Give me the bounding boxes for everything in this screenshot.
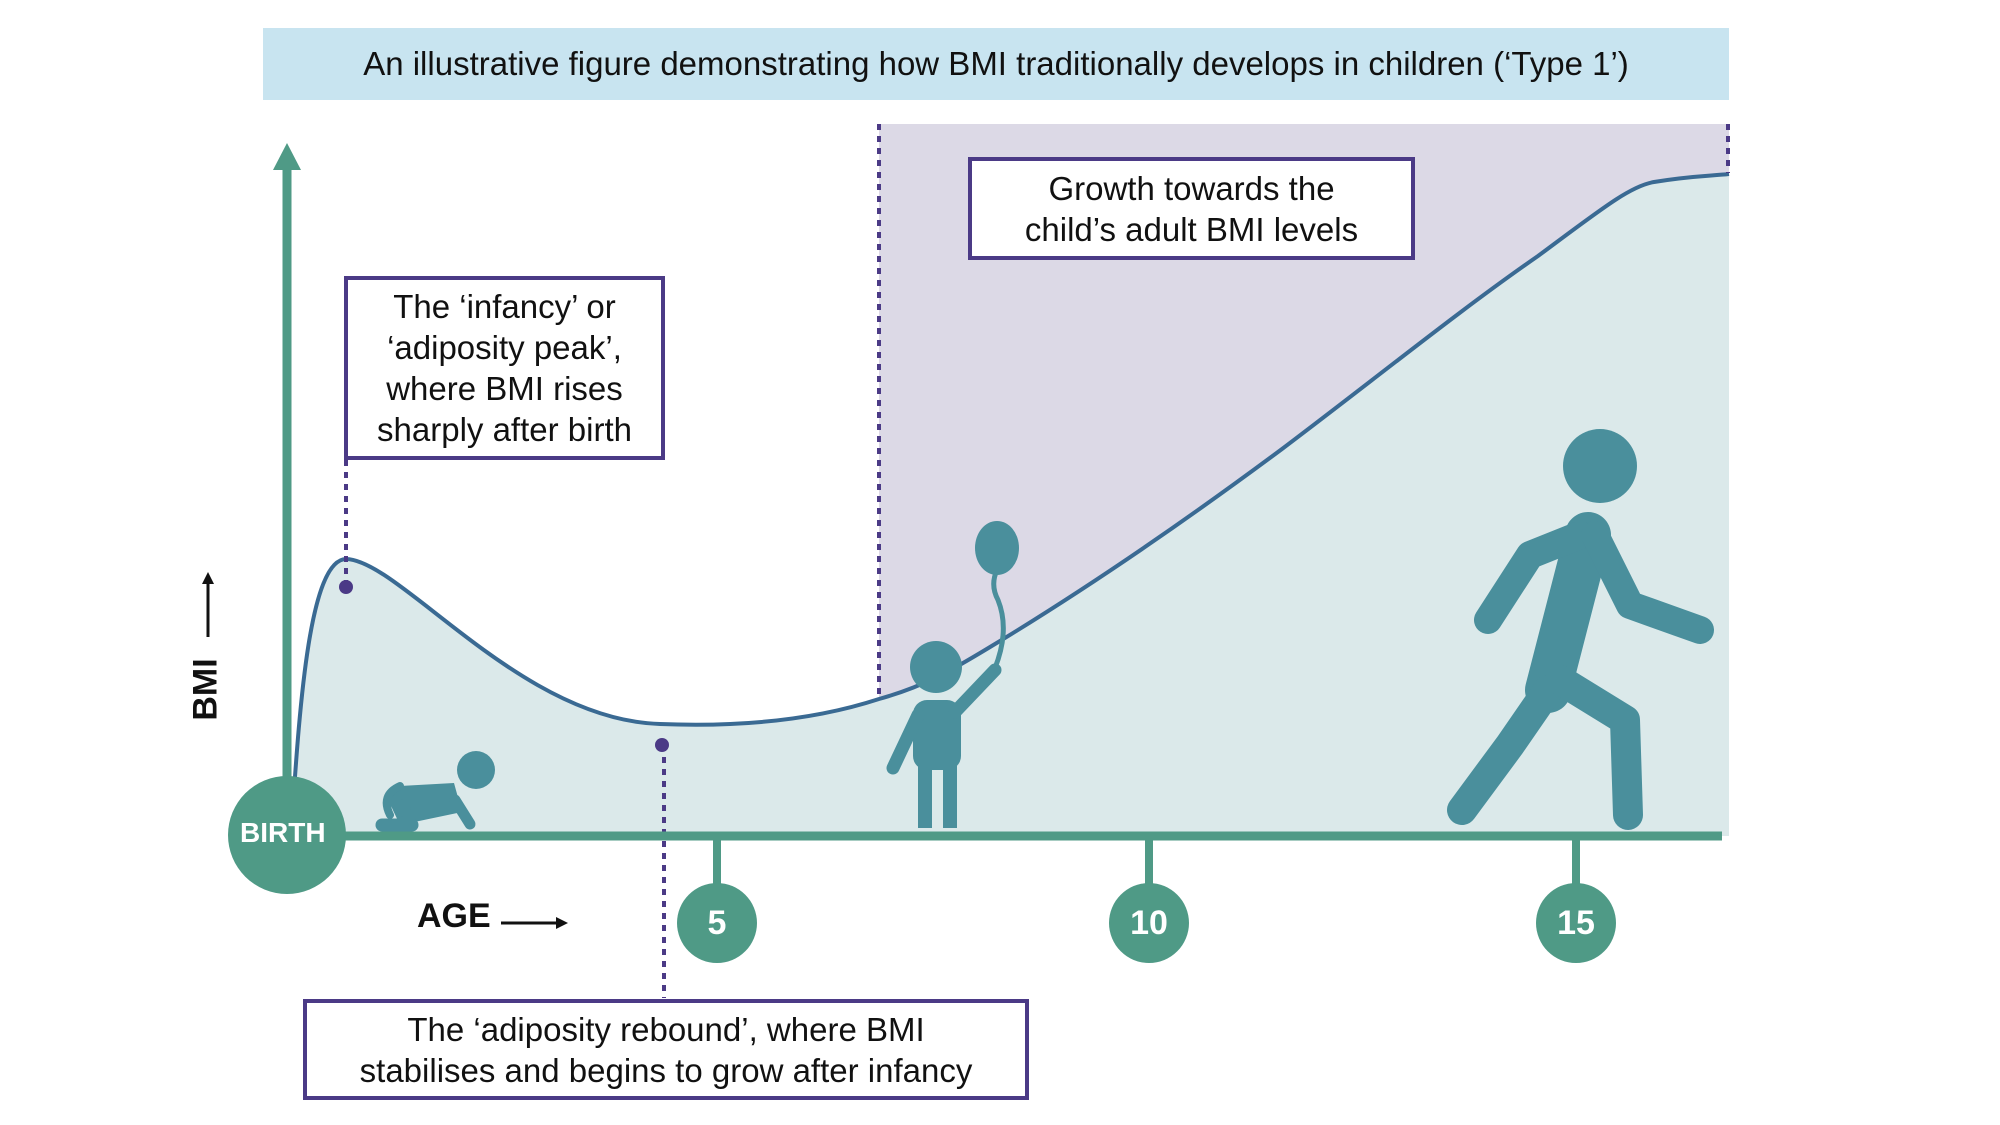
figure-title: An illustrative figure demonstrating how… bbox=[263, 28, 1729, 100]
age-axis-label: AGE bbox=[417, 897, 491, 935]
walking-person-icon bbox=[1447, 429, 1714, 830]
growth-annotation: Growth towards the child’s adult BMI lev… bbox=[968, 157, 1415, 260]
peak-marker bbox=[339, 580, 353, 594]
age-tick-15: 15 bbox=[1536, 883, 1616, 963]
crawling-baby-icon bbox=[375, 751, 495, 832]
age-tick-5: 5 bbox=[677, 883, 757, 963]
bmi-curve-fill bbox=[292, 174, 1729, 836]
age-tick-10: 10 bbox=[1109, 883, 1189, 963]
child-with-balloon-icon bbox=[886, 521, 1019, 828]
bmi-curve bbox=[290, 172, 1730, 821]
rebound-marker bbox=[655, 738, 669, 752]
birth-circle bbox=[228, 776, 346, 894]
adiposity-rebound-annotation: The ‘adiposity rebound’, where BMI stabi… bbox=[303, 999, 1029, 1100]
y-axis-arrow-icon bbox=[273, 143, 301, 170]
birth-label: BIRTH bbox=[240, 817, 326, 848]
infancy-peak-annotation: The ‘infancy’ or ‘adiposity peak’, where… bbox=[344, 276, 665, 460]
bmi-axis-label: BMI bbox=[186, 658, 225, 721]
